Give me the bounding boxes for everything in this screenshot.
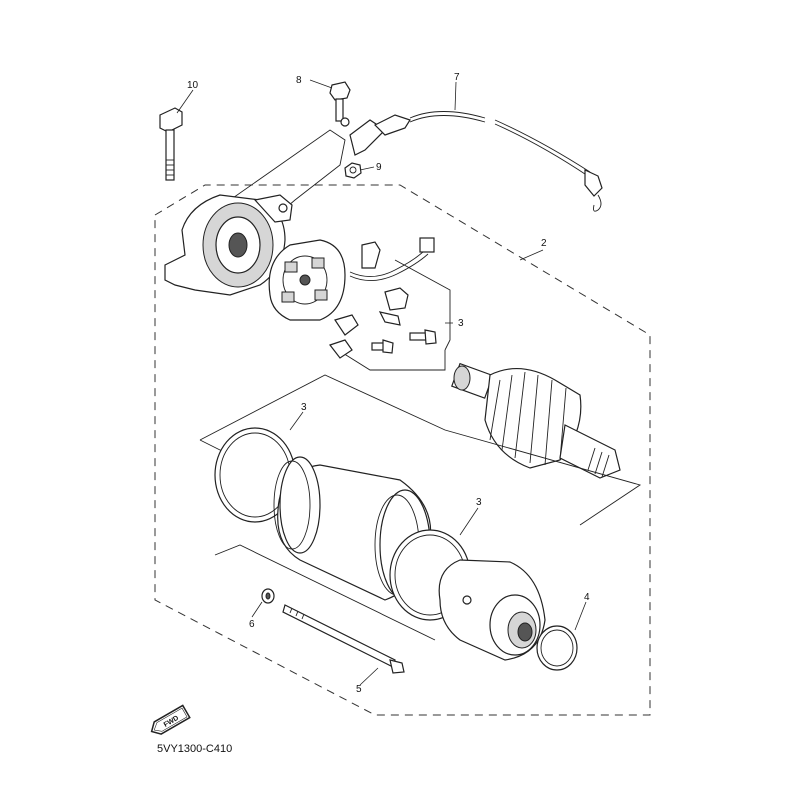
o-ring-part-3-left <box>214 427 296 523</box>
mounting-bolt-part-10 <box>159 107 183 181</box>
rear-cover-housing <box>438 559 546 661</box>
armature <box>451 362 621 479</box>
terminal-bolt-part-8 <box>329 81 351 122</box>
callout-4: 4 <box>584 592 590 603</box>
o-ring-part-4 <box>536 625 578 671</box>
callout-1: 2 <box>541 238 547 249</box>
through-bolt-part-5 <box>282 604 405 674</box>
oring-group-frame-upper <box>199 374 642 526</box>
starter-lead-part-7 <box>340 111 603 212</box>
callout-10: 10 <box>187 80 199 91</box>
brush-holder-plate <box>268 239 346 321</box>
front-cover-housing <box>164 194 293 296</box>
brush-set-frame-lower <box>329 344 446 371</box>
callout-2: 3 <box>458 318 464 329</box>
callout-5: 5 <box>356 684 362 695</box>
callout-9: 9 <box>376 162 382 173</box>
callout-8: 8 <box>296 75 302 86</box>
callout-3-left: 3 <box>301 402 307 413</box>
callout-3-right: 3 <box>476 497 482 508</box>
nut-part-9 <box>344 162 362 179</box>
callout-6: 6 <box>249 619 255 630</box>
rear-group-frame <box>214 544 436 641</box>
washer-part-6 <box>261 588 275 604</box>
leader-lines <box>176 79 587 686</box>
fwd-direction-badge: FWD <box>150 704 191 735</box>
brush-set-frame <box>394 259 451 351</box>
callout-7: 7 <box>454 72 460 83</box>
brush-set-part-2 <box>329 237 437 359</box>
drawing-code: 5VY1300-C410 <box>157 743 232 755</box>
assembly-boundary <box>154 184 651 716</box>
